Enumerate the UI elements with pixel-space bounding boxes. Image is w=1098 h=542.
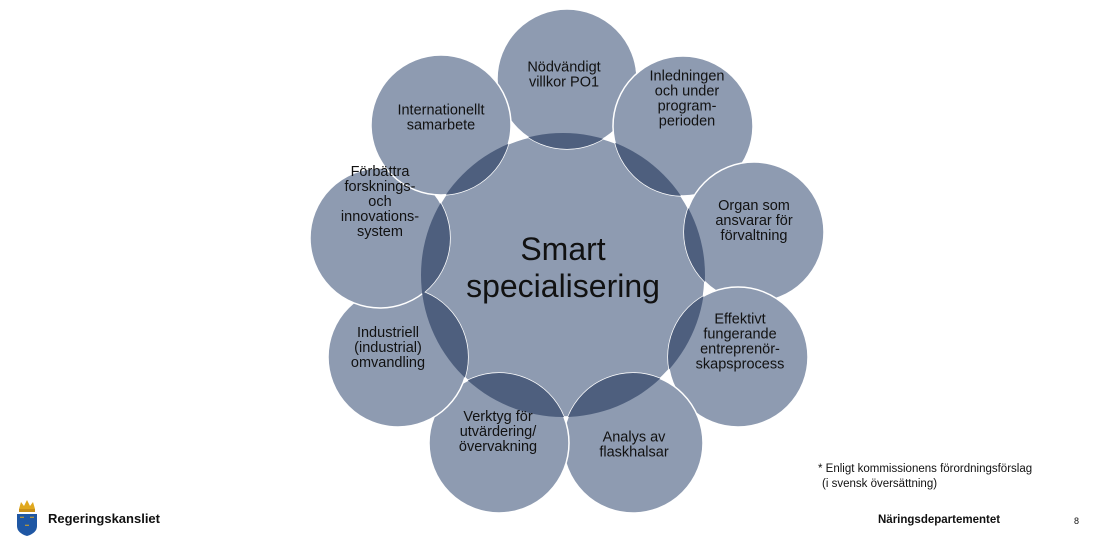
circle-label-7-line-1: Industriell	[357, 325, 419, 341]
department-name: Näringsdepartementet	[878, 514, 1001, 526]
footnote-line-1: * Enligt kommissionens förordningsförsla…	[818, 463, 1033, 475]
circle-label-7: Industriell(industrial)omvandling	[351, 325, 425, 371]
circle-label-8-line-4: innovations-	[341, 209, 419, 225]
outer-circle-2	[612, 55, 754, 197]
circle-label-2-line-3: program-	[658, 99, 717, 115]
circle-label-7-line-2: (industrial)	[354, 340, 422, 356]
logo-text: Regeringskansliet	[48, 510, 160, 526]
circle-label-6-line-2: utvärdering/	[460, 424, 538, 440]
circle-label-5-line-1: Analys av	[603, 430, 667, 446]
center-label-line-1: Smart	[520, 231, 605, 267]
regeringskansliet-logo: Regeringskansliet	[14, 498, 160, 538]
crown-shield-icon	[17, 500, 37, 536]
circle-label-8-line-2: forsknings-	[345, 179, 416, 195]
circle-label-4-line-4: skapsprocess	[696, 357, 785, 373]
circle-label-8-line-1: Förbättra	[351, 164, 411, 180]
circle-label-8-line-5: system	[357, 224, 403, 240]
circle-label-4-line-2: fungerande	[703, 327, 776, 343]
circle-label-5-line-2: flaskhalsar	[599, 445, 668, 461]
circle-label-8-line-3: och	[368, 194, 391, 210]
circle-label-8: Förbättraforsknings-ochinnovations-syste…	[341, 164, 419, 240]
circle-label-9-line-1: Internationellt	[397, 103, 484, 119]
circle-label-9-line-2: samarbete	[407, 118, 476, 134]
circle-label-3-line-3: förvaltning	[721, 228, 788, 244]
circle-label-4: Effektivtfungerandeentreprenör-skapsproc…	[696, 312, 785, 373]
circle-label-4-line-3: entreprenör-	[700, 342, 780, 358]
page-number: 8	[1074, 516, 1080, 526]
circle-label-7-line-3: omvandling	[351, 355, 425, 371]
circle-label-3-line-2: ansvarar för	[715, 213, 793, 229]
footnote-line-2: (i svensk översättning)	[822, 478, 938, 490]
circle-label-6-line-1: Verktyg för	[463, 409, 532, 425]
circle-label-3-line-1: Organ som	[718, 198, 790, 214]
circle-label-4-line-1: Effektivt	[714, 312, 765, 328]
circle-label-1-line-2: villkor PO1	[529, 75, 599, 91]
circle-label-6-line-3: övervakning	[459, 439, 537, 455]
footnote: * Enligt kommissionens förordningsförsla…	[818, 462, 1032, 492]
circle-label-1-line-1: Nödvändigt	[527, 60, 600, 76]
circle-label-2-line-4: perioden	[659, 114, 715, 130]
circle-label-2-line-1: Inledningen	[650, 69, 725, 85]
outer-circle-9	[370, 54, 512, 196]
center-label-line-2: specialisering	[466, 268, 660, 304]
circle-label-2-line-2: och under	[655, 84, 720, 100]
